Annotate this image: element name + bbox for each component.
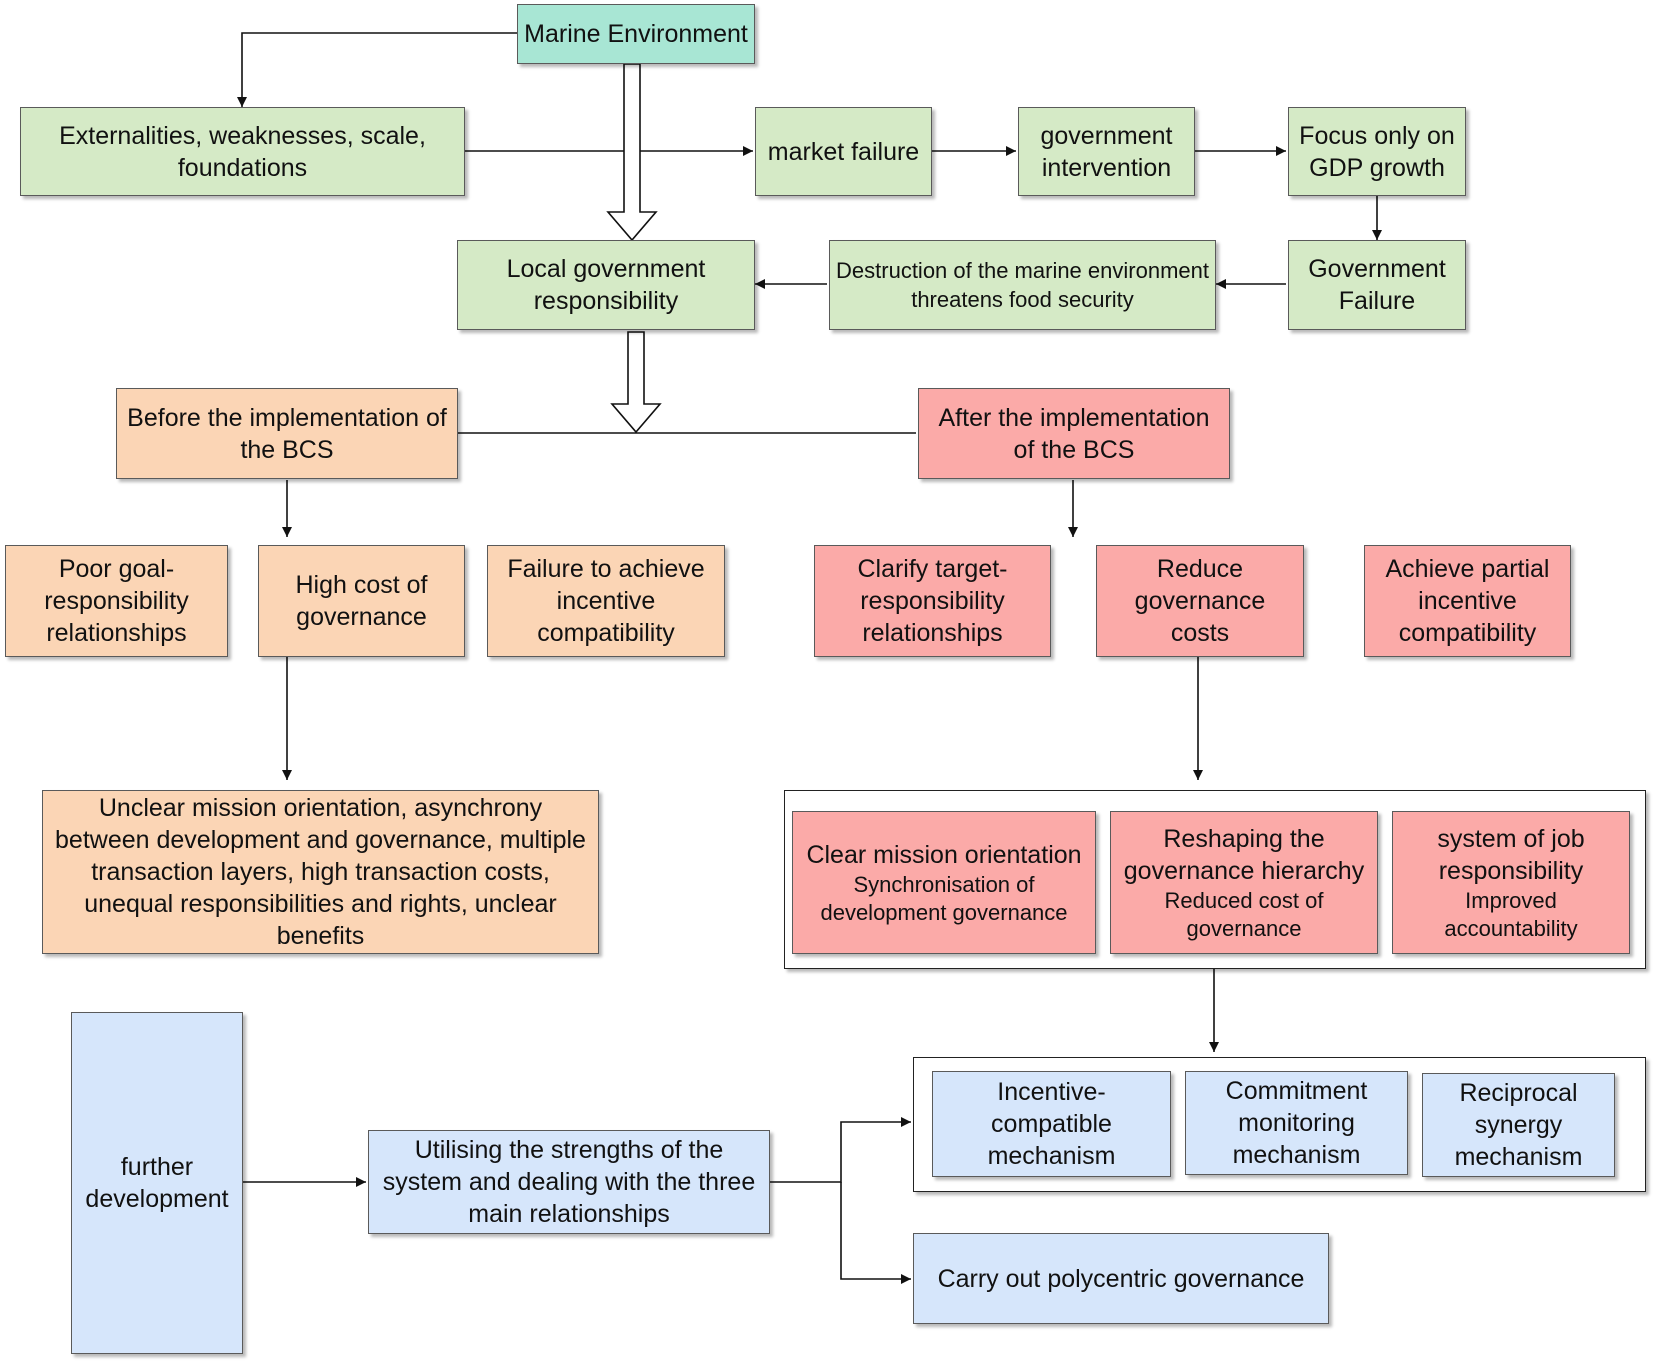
node-after-bcs: After the implementation of the BCS — [918, 388, 1230, 479]
node-externalities-label: Externalities, weaknesses, scale, founda… — [59, 121, 426, 182]
node-reshaping-sub: Reduced cost of governance — [1164, 887, 1324, 941]
node-further-development: further development — [71, 1012, 243, 1354]
node-commitment-monitoring: Commitment monitoring mechanism — [1185, 1071, 1408, 1175]
node-government-failure: Government Failure — [1288, 240, 1466, 330]
node-reduce-costs-label: Reduce governance costs — [1134, 555, 1266, 647]
node-before-bcs: Before the implementation of the BCS — [116, 388, 458, 479]
node-utilising-label: Utilising the strengths of the system an… — [382, 1136, 756, 1228]
node-externalities: Externalities, weaknesses, scale, founda… — [20, 107, 465, 196]
node-reduce-costs: Reduce governance costs — [1096, 545, 1304, 657]
node-market-failure-label: market failure — [767, 137, 920, 166]
node-achieve-partial: Achieve partial incentive compatibility — [1364, 545, 1571, 657]
node-poor-goal-label: Poor goal-responsibility relationships — [44, 555, 189, 647]
node-incentive-compatible: Incentive-compatible mechanism — [932, 1071, 1171, 1177]
node-high-cost: High cost of governance — [258, 545, 465, 657]
edge-utilising-to-polycentric — [840, 1182, 911, 1284]
node-destruction-label: Destruction of the marine environment th… — [836, 258, 1209, 312]
node-local-government-label: Local government responsibility — [506, 255, 706, 315]
node-clear-mission: Clear mission orientation Synchronisatio… — [792, 811, 1096, 954]
node-focus-gdp: Focus only on GDP growth — [1288, 107, 1466, 196]
node-polycentric: Carry out polycentric governance — [913, 1233, 1329, 1324]
edge-utilising-branch — [770, 1117, 911, 1183]
node-clear-mission-title: Clear mission orientation — [806, 840, 1082, 869]
edge-marine-to-externalities — [237, 32, 517, 107]
node-achieve-partial-label: Achieve partial incentive compatibility — [1385, 555, 1550, 647]
node-poor-goal: Poor goal-responsibility relationships — [5, 545, 228, 657]
node-polycentric-label: Carry out polycentric governance — [937, 1264, 1305, 1293]
node-utilising: Utilising the strengths of the system an… — [368, 1130, 770, 1234]
node-incentive-compatible-label: Incentive-compatible mechanism — [987, 1078, 1116, 1170]
node-system-job: system of job responsibility Improved ac… — [1392, 811, 1630, 954]
node-reciprocal-synergy: Reciprocal synergy mechanism — [1422, 1073, 1615, 1177]
node-high-cost-label: High cost of governance — [295, 571, 428, 631]
node-marine-environment: Marine Environment — [517, 4, 755, 64]
node-reshaping: Reshaping the governance hierarchy Reduc… — [1110, 811, 1378, 954]
node-before-bcs-label: Before the implementation of the BCS — [127, 403, 447, 464]
node-clear-mission-sub: Synchronisation of development governanc… — [820, 871, 1068, 925]
node-further-development-label: further development — [85, 1153, 229, 1213]
node-government-intervention-label: government intervention — [1040, 121, 1173, 182]
node-system-job-title: system of job responsibility — [1437, 824, 1585, 885]
node-commitment-monitoring-label: Commitment monitoring mechanism — [1225, 1077, 1368, 1169]
node-after-bcs-label: After the implementation of the BCS — [938, 403, 1210, 464]
node-clarify-target-label: Clarify target-responsibility relationsh… — [857, 555, 1008, 647]
node-reshaping-title: Reshaping the governance hierarchy — [1123, 824, 1365, 885]
block-arrow-local-to-bcs — [610, 331, 662, 434]
node-failure-incentive-label: Failure to achieve incentive compatibili… — [507, 555, 705, 647]
node-clarify-target: Clarify target-responsibility relationsh… — [814, 545, 1051, 657]
node-system-job-sub: Improved accountability — [1444, 887, 1578, 941]
node-failure-incentive: Failure to achieve incentive compatibili… — [487, 545, 725, 657]
node-destruction: Destruction of the marine environment th… — [829, 240, 1216, 330]
node-government-failure-label: Government Failure — [1308, 255, 1446, 315]
block-arrow-marine-to-local — [606, 63, 658, 242]
node-local-government: Local government responsibility — [457, 240, 755, 330]
node-market-failure: market failure — [755, 107, 932, 196]
node-marine-environment-label: Marine Environment — [524, 20, 748, 48]
node-reciprocal-synergy-label: Reciprocal synergy mechanism — [1454, 1079, 1583, 1171]
node-unclear-mission-label: Unclear mission orientation, asynchrony … — [55, 794, 586, 950]
node-government-intervention: government intervention — [1018, 107, 1195, 196]
node-focus-gdp-label: Focus only on GDP growth — [1299, 121, 1455, 182]
node-unclear-mission: Unclear mission orientation, asynchrony … — [42, 790, 599, 954]
